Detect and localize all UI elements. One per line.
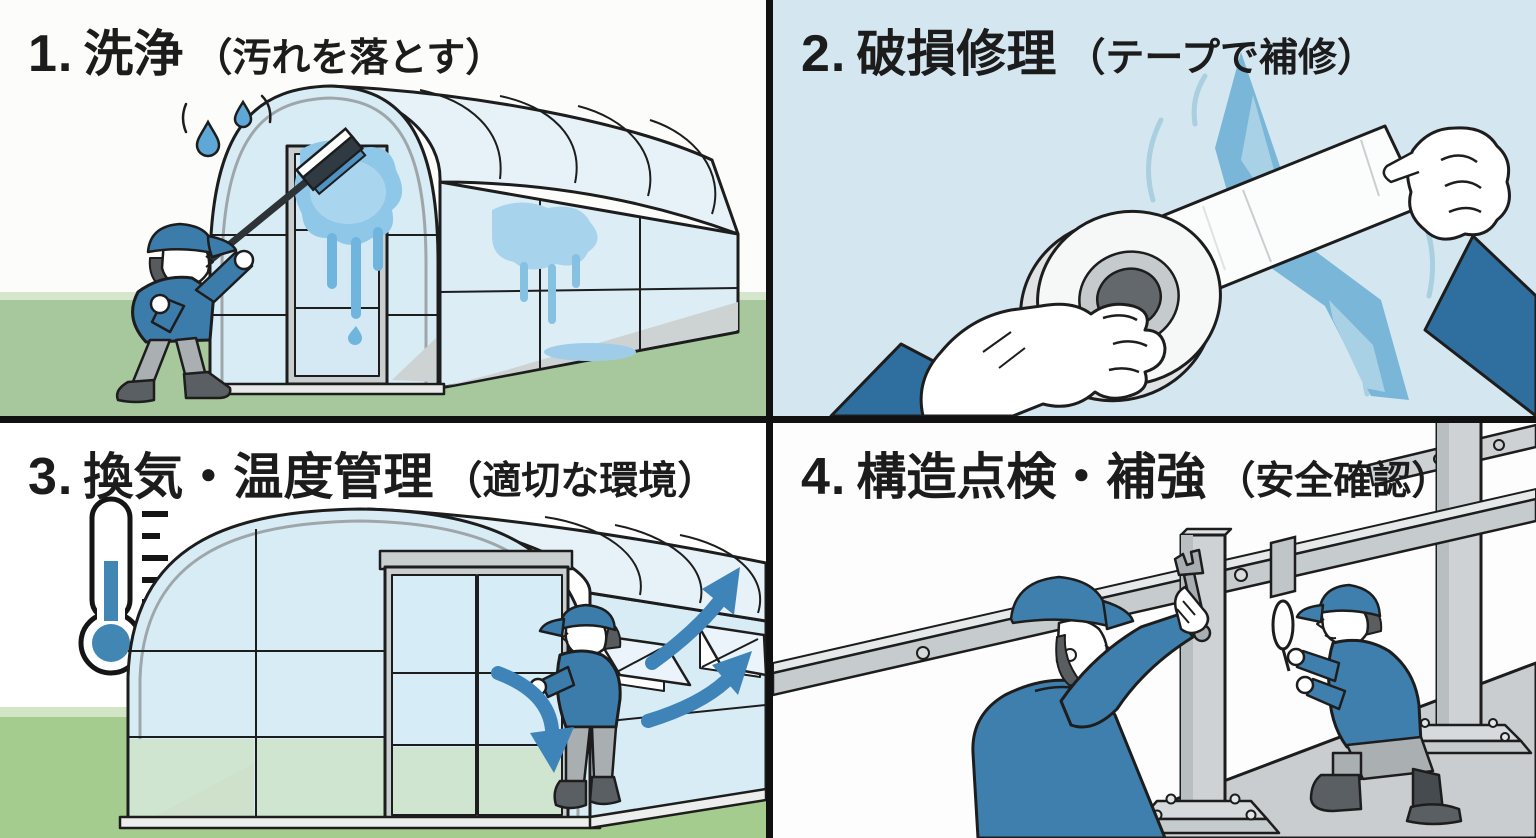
step-number: 3.: [28, 448, 74, 506]
panel-step-1-washing: 1. 洗浄 （汚れを落とす）: [0, 0, 766, 416]
step-sublabel: （適切な環境）: [443, 460, 717, 503]
step-title-3: 3. 換気・温度管理 （適切な環境）: [28, 437, 716, 509]
left-hand: [829, 302, 1167, 416]
panel-step-2-repair: 2. 破損修理 （テープで補修）: [773, 0, 1536, 416]
greenhouse: [118, 507, 766, 830]
step-label: 洗浄: [83, 26, 184, 82]
right-hand: [1382, 126, 1536, 416]
worker-ventilating: [528, 603, 622, 810]
washing-illustration: [0, 84, 766, 416]
water-drop-icon: [181, 94, 272, 158]
step-number: 2.: [801, 25, 847, 83]
panel-step-3-ventilation: 3. 換気・温度管理 （適切な環境）: [0, 423, 766, 838]
step-label: 構造点検・補強: [856, 449, 1207, 505]
step-sublabel: （テープで補修）: [1066, 37, 1377, 80]
step-sublabel: （汚れを落とす）: [193, 37, 505, 80]
greenhouse: [202, 84, 740, 396]
clamp-tool: [1269, 535, 1297, 672]
step-sublabel: （安全確認）: [1216, 460, 1451, 503]
water-streaks: [294, 140, 636, 361]
step-title-2: 2. 破損修理 （テープで補修）: [801, 14, 1376, 86]
step-title-1: 1. 洗浄 （汚れを落とす）: [28, 14, 504, 86]
step-number: 1.: [28, 25, 74, 83]
step-label: 破損修理: [856, 26, 1057, 82]
step-title-4: 4. 構造点検・補強 （安全確認）: [801, 437, 1450, 509]
inspection-illustration: [773, 423, 1536, 838]
thermometer-icon: [78, 496, 168, 676]
right-post: [1385, 423, 1533, 755]
worker-standing: [971, 548, 1212, 838]
step-number: 4.: [801, 448, 847, 506]
step-label: 換気・温度管理: [83, 449, 434, 505]
airflow-arrow-icon: [491, 567, 752, 773]
ventilation-illustration: [0, 496, 766, 838]
tape-repair-illustration: [829, 52, 1536, 416]
worker-washing: [115, 222, 255, 404]
worker-crouching: [1286, 583, 1463, 826]
panel-step-4-inspection: 4. 構造点検・補強 （安全確認）: [773, 423, 1536, 838]
